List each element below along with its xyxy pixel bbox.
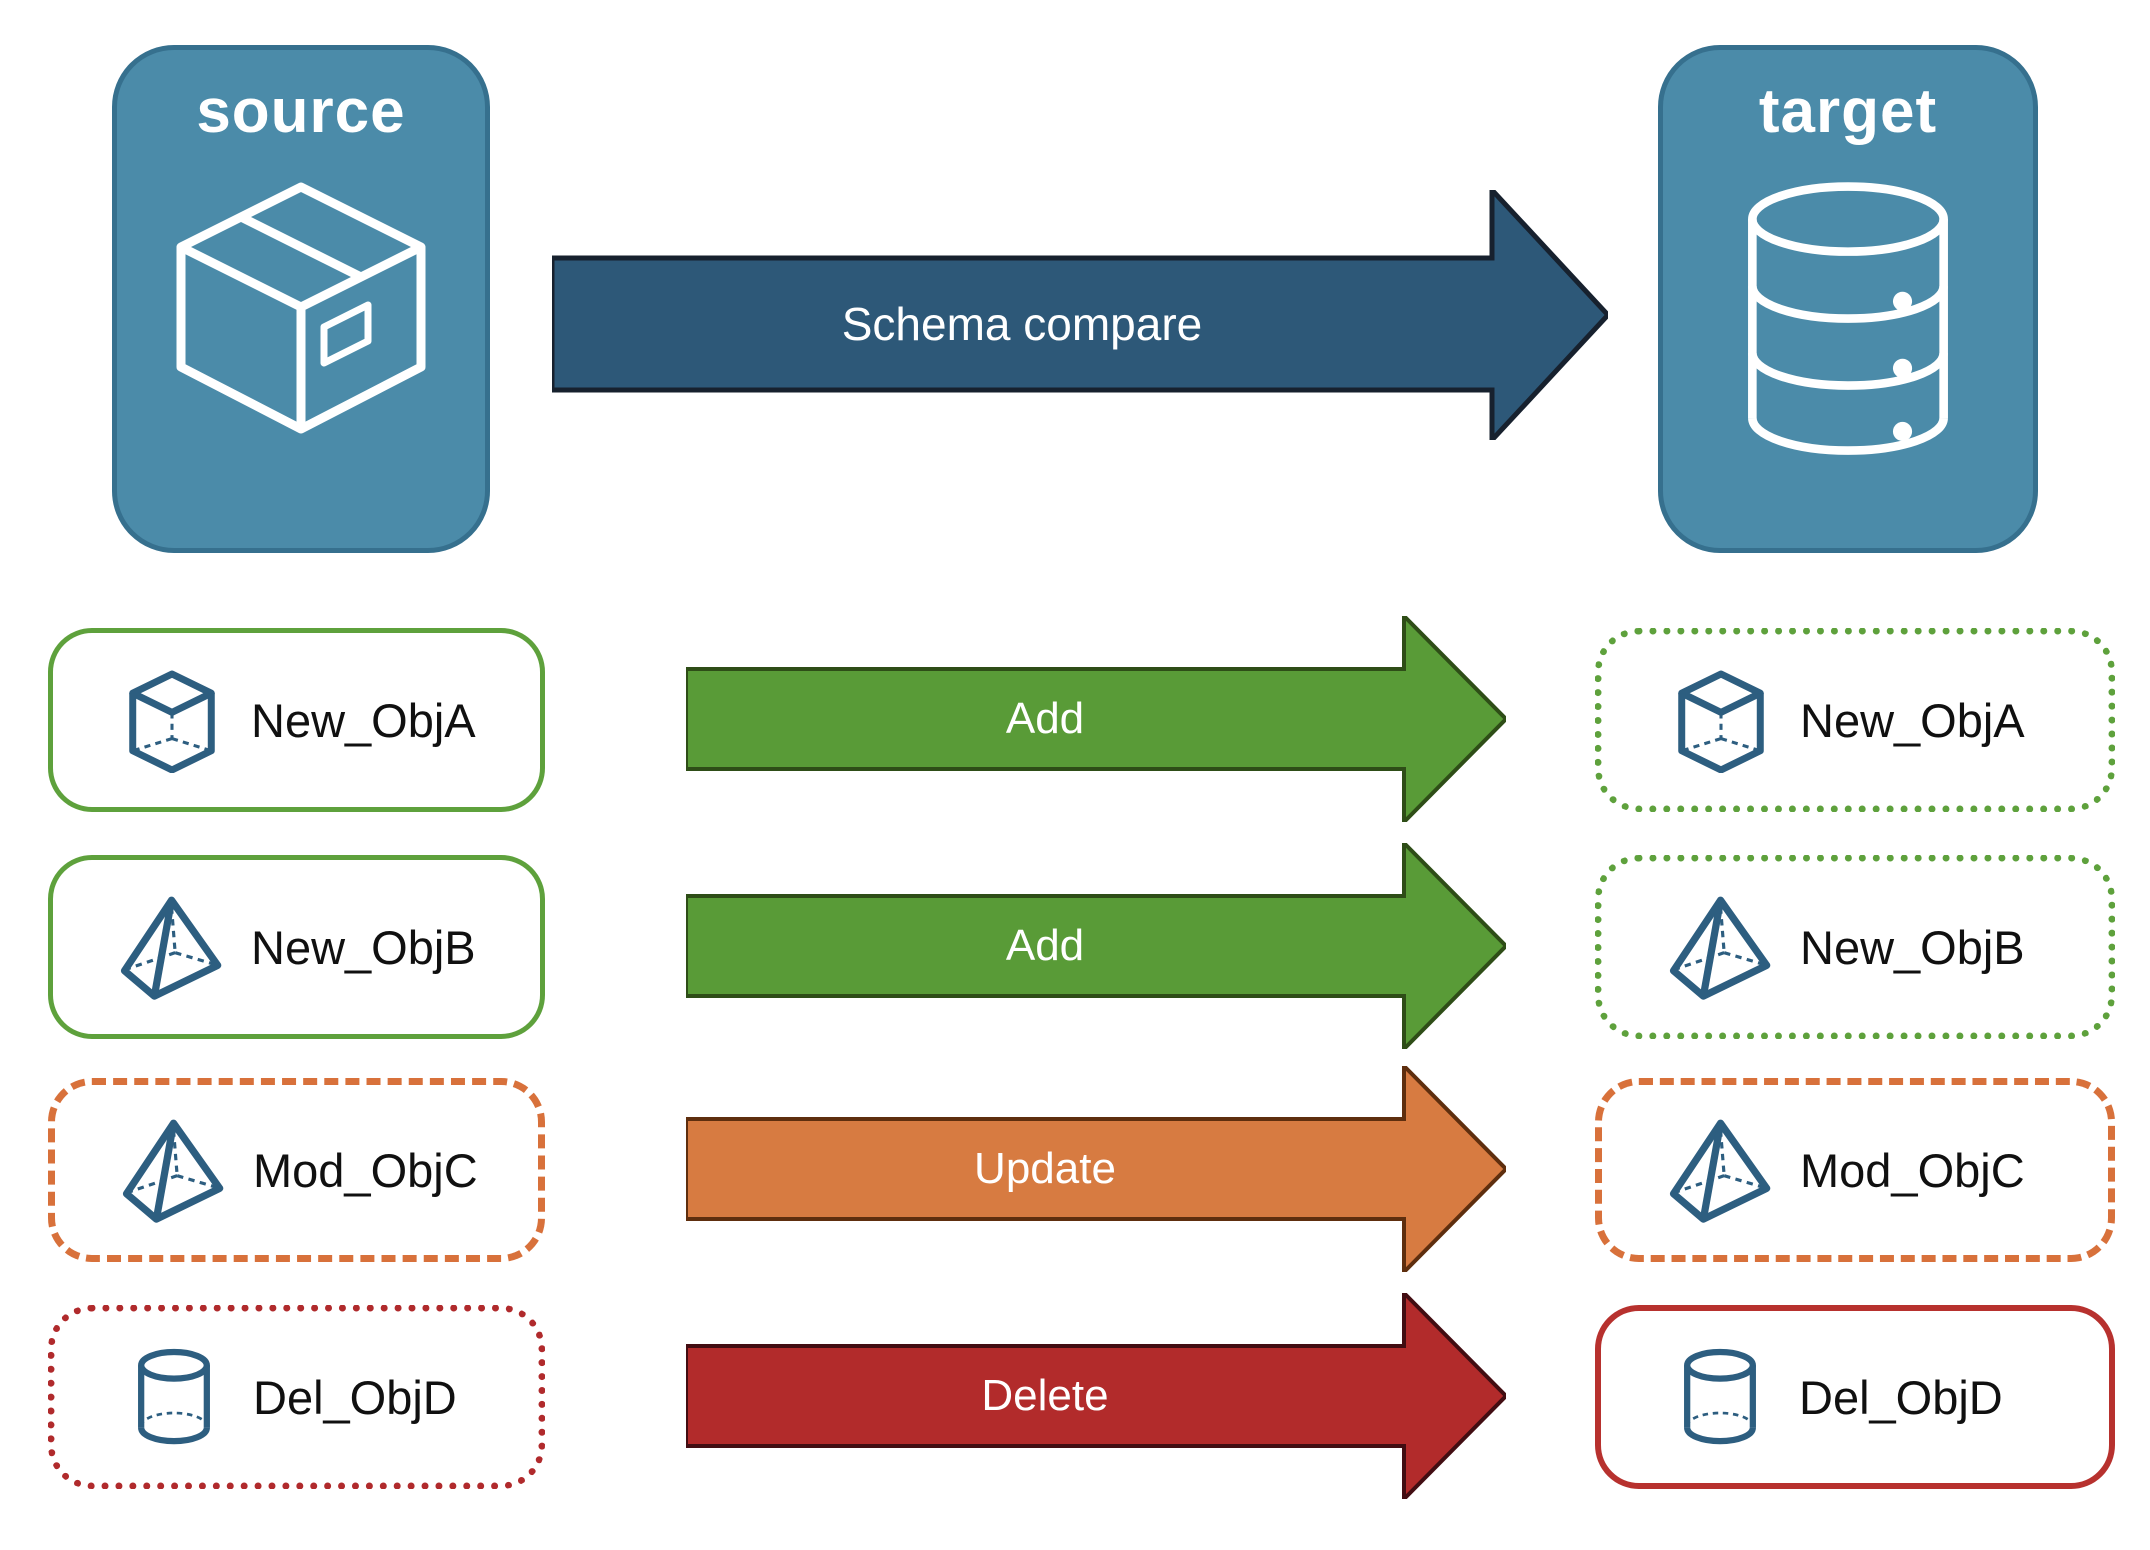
pyramid-icon: [1669, 1119, 1771, 1223]
icon-wrap: [115, 667, 229, 774]
schema-compare-label: Schema compare: [841, 298, 1203, 350]
source-panel: source: [112, 45, 490, 553]
icon-wrap: [117, 1345, 231, 1448]
action-label: Add: [1005, 694, 1085, 743]
action-label: Add: [1005, 921, 1085, 970]
pyramid-icon: [1669, 896, 1771, 1000]
right-arrow-shape: [686, 616, 1506, 822]
target-object-new-objb: New_ObjB: [1595, 855, 2115, 1039]
right-arrow-shape: [686, 1066, 1506, 1272]
object-label: Del_ObjD: [253, 1370, 457, 1424]
source-object-new-obja: New_ObjA: [48, 628, 545, 812]
icon-wrap: [115, 893, 229, 1002]
add-arrow-objb: Add: [686, 843, 1506, 1049]
icon-wrap: [1664, 893, 1778, 1002]
cube-icon: [129, 670, 215, 774]
object-label: New_ObjB: [251, 920, 476, 974]
add-arrow-obja: Add: [686, 616, 1506, 822]
target-object-new-obja: New_ObjA: [1595, 628, 2115, 812]
pyramid-icon: [120, 896, 222, 1000]
cube-icon: [1678, 670, 1764, 774]
action-label: Update: [974, 1144, 1116, 1193]
cylinder-icon: [1684, 1349, 1756, 1445]
object-label: New_ObjB: [1800, 920, 2025, 974]
target-panel-title: target: [1758, 77, 1938, 146]
pyramid-icon: [122, 1119, 224, 1223]
package-box-icon: [176, 182, 426, 434]
source-object-del-objd: Del_ObjD: [48, 1305, 545, 1489]
update-arrow-objc: Update: [686, 1066, 1506, 1272]
schema-compare-arrow: Schema compare: [552, 190, 1608, 440]
icon-wrap: [1664, 667, 1778, 774]
object-label: New_ObjA: [1800, 693, 2025, 747]
source-object-new-objb: New_ObjB: [48, 855, 545, 1039]
target-panel: target: [1658, 45, 2038, 553]
icon-wrap: [1664, 1116, 1778, 1225]
right-arrow-shape: [552, 190, 1608, 440]
action-label: Delete: [981, 1371, 1109, 1420]
source-panel-title: source: [196, 77, 406, 146]
database-icon: [1748, 182, 1948, 455]
right-arrow-shape: [686, 843, 1506, 1049]
icon-wrap: [117, 1116, 231, 1225]
object-label: Mod_ObjC: [1800, 1143, 2025, 1197]
object-label: New_ObjA: [251, 693, 476, 747]
object-label: Mod_ObjC: [253, 1143, 478, 1197]
delete-arrow-objd: Delete: [686, 1293, 1506, 1499]
source-object-mod-objc: Mod_ObjC: [48, 1078, 545, 1262]
cylinder-icon: [138, 1349, 210, 1445]
icon-wrap: [1663, 1345, 1777, 1448]
right-arrow-shape: [686, 1293, 1506, 1499]
object-label: Del_ObjD: [1799, 1370, 2003, 1424]
target-object-mod-objc: Mod_ObjC: [1595, 1078, 2115, 1262]
target-object-del-objd: Del_ObjD: [1595, 1305, 2115, 1489]
